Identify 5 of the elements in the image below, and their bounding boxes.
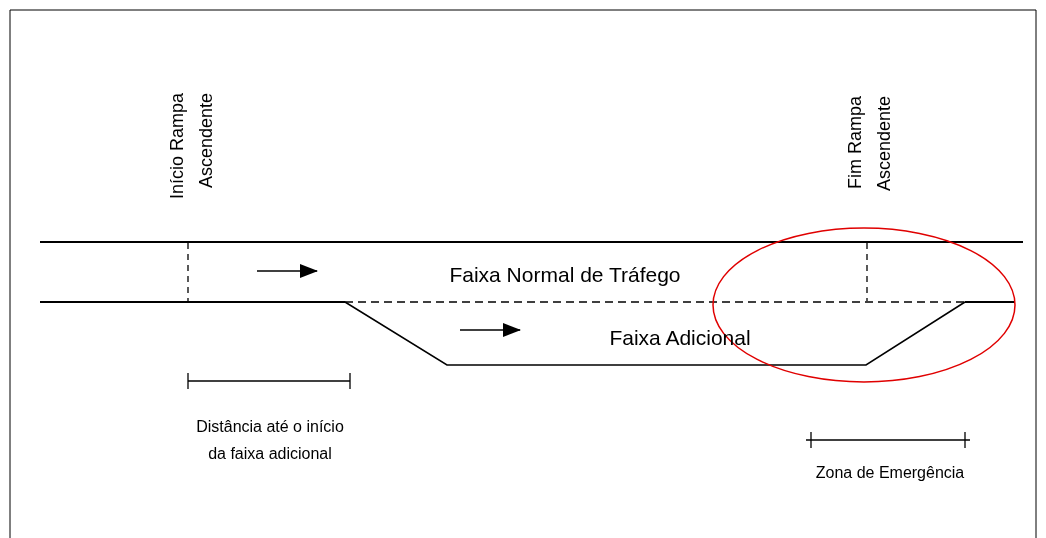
dimension-label: Distância até o início da faixa adicional [195, 417, 345, 464]
dimension-label: Zona de Emergência [814, 464, 966, 482]
rotated-label: Início Rampa Ascendente [166, 93, 217, 202]
lane-label: Faixa Normal de Tráfego [448, 263, 682, 287]
rotated-label: Fim Rampa Ascendente [844, 96, 895, 194]
